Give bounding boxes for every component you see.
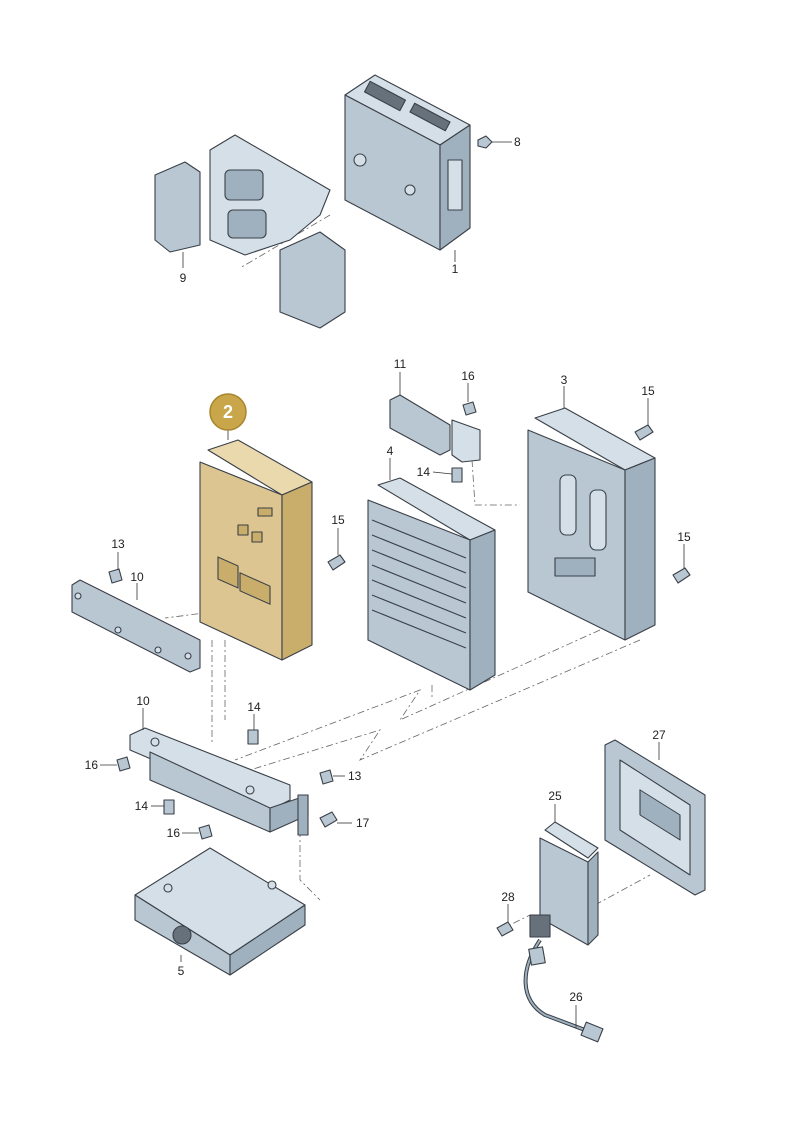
part-15-screw-a[interactable] bbox=[327, 554, 346, 571]
part-11-bracket[interactable] bbox=[389, 394, 481, 463]
callout-1: 1 bbox=[452, 262, 459, 276]
callout-8: 8 bbox=[514, 135, 521, 149]
callout-28: 28 bbox=[501, 890, 515, 904]
part-4-amplifier[interactable] bbox=[367, 477, 496, 691]
callout-labels: 1 3 4 5 8 9 10 10 11 13 13 14 14 14 15 1… bbox=[85, 135, 691, 1004]
part-25-module[interactable] bbox=[529, 821, 599, 946]
callout-4: 4 bbox=[387, 444, 394, 458]
callout-10-lower: 10 bbox=[136, 694, 150, 708]
part-3-module-housing[interactable] bbox=[527, 407, 656, 641]
part-16-nut-a[interactable] bbox=[462, 401, 477, 416]
callout-13-left: 13 bbox=[111, 537, 125, 551]
callout-14-bottom: 14 bbox=[135, 799, 149, 813]
part-28-screw[interactable] bbox=[496, 921, 514, 937]
part-13-nut-a[interactable] bbox=[108, 568, 123, 584]
callout-10-upper: 10 bbox=[130, 570, 144, 584]
callout-25: 25 bbox=[548, 789, 562, 803]
part-15-screw-b[interactable] bbox=[634, 424, 654, 441]
callout-2-badge[interactable]: 2 bbox=[209, 393, 247, 431]
callout-3: 3 bbox=[561, 373, 568, 387]
part-27-frame[interactable] bbox=[604, 739, 706, 896]
callout-26: 26 bbox=[569, 990, 583, 1004]
callout-9: 9 bbox=[180, 271, 187, 285]
callout-5: 5 bbox=[178, 964, 185, 978]
callout-15-top: 15 bbox=[641, 384, 655, 398]
part-5-media-box[interactable] bbox=[134, 847, 306, 976]
part-16-nut-c[interactable] bbox=[198, 824, 213, 840]
callout-17: 17 bbox=[356, 816, 370, 830]
callout-16-left: 16 bbox=[85, 758, 99, 772]
part-8-screw[interactable] bbox=[477, 135, 493, 149]
part-13-nut-b[interactable] bbox=[319, 769, 334, 785]
callout-14-top: 14 bbox=[417, 465, 431, 479]
callout-13-right: 13 bbox=[348, 769, 362, 783]
part-14-clip-c[interactable] bbox=[163, 799, 175, 815]
callout-15-right: 15 bbox=[677, 530, 691, 544]
callout-15-middle: 15 bbox=[331, 513, 345, 527]
callout-11: 11 bbox=[394, 357, 407, 371]
callout-27: 27 bbox=[652, 728, 666, 742]
part-9-bracket[interactable] bbox=[154, 134, 346, 329]
part-14-clip-a[interactable] bbox=[451, 467, 463, 483]
callout-16-top: 16 bbox=[461, 369, 475, 383]
part-10-cover-strip[interactable] bbox=[71, 579, 201, 673]
callout-2-label: 2 bbox=[223, 402, 233, 422]
leader-lines bbox=[100, 141, 685, 1028]
part-16-nut-b[interactable] bbox=[116, 756, 131, 772]
part-26-cable[interactable] bbox=[523, 938, 604, 1043]
callout-14-middle: 14 bbox=[247, 700, 261, 714]
callout-16-bottom: 16 bbox=[167, 826, 181, 840]
part-15-screw-c[interactable] bbox=[672, 567, 691, 584]
callout-2-badge-circle bbox=[209, 393, 247, 431]
part-1-radio-unit[interactable] bbox=[344, 74, 471, 251]
part-10-mounting-bracket[interactable] bbox=[129, 727, 309, 836]
part-2-control-module-highlighted[interactable] bbox=[199, 439, 313, 661]
part-17-screw[interactable] bbox=[319, 811, 338, 828]
part-14-clip-b[interactable] bbox=[247, 729, 259, 745]
hardware-fasteners bbox=[108, 401, 691, 937]
